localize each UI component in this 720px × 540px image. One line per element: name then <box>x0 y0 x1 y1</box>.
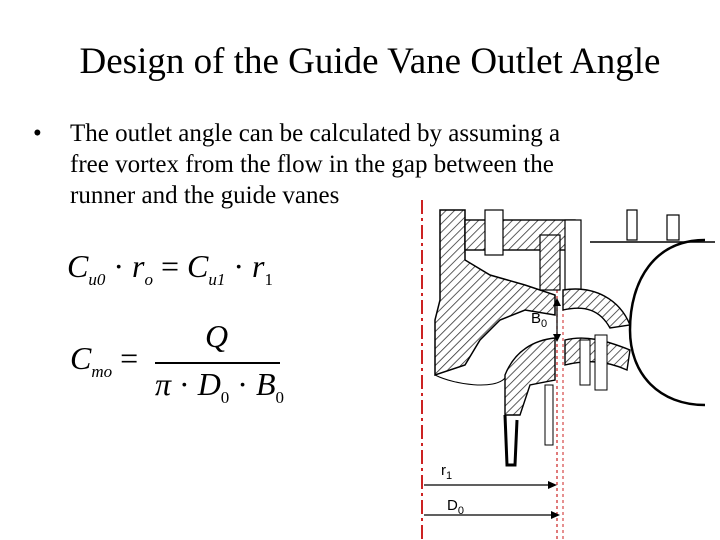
stay-ring-upper <box>562 288 631 329</box>
eq1-c-right: C <box>187 248 209 284</box>
eq1-r-left: r <box>132 248 145 284</box>
eq2-dot-2: · <box>237 366 248 402</box>
eq1-dot-right: · <box>233 248 244 284</box>
lower-bolt-3 <box>594 334 608 391</box>
label-b0-sub: 0 <box>541 318 548 330</box>
eq2-c: C <box>70 340 92 376</box>
eq1-r-right: r <box>252 248 265 284</box>
d0-arrow-right <box>551 511 560 519</box>
spiral-casing <box>628 238 706 407</box>
eq1-sub-o: o <box>144 270 153 289</box>
lower-bolt-2 <box>579 339 591 386</box>
label-d0-main: D <box>447 497 458 514</box>
bullet-text: The outlet angle can be calculated by as… <box>70 118 670 211</box>
eq1-sub-1: 1 <box>264 270 273 289</box>
runner-band <box>434 374 506 386</box>
slide-title: Design of the Guide Vane Outlet Angle <box>79 41 661 82</box>
fraction-bar <box>155 362 280 364</box>
bolt-right <box>564 219 582 301</box>
bolt-left <box>484 209 504 256</box>
eq2-sub-mo: mo <box>91 362 113 381</box>
eq2-dot-1: · <box>179 366 190 402</box>
label-d0-sub: 0 <box>457 505 464 517</box>
lower-bolt-1 <box>544 384 554 446</box>
equation-meridional-lhs: Cmo = <box>70 340 138 382</box>
bottom-ring <box>504 337 556 416</box>
eq1-dot-left: · <box>113 248 124 284</box>
label-d0: D0 <box>447 497 464 517</box>
eq1-sub-u1: u1 <box>208 270 226 289</box>
label-b0: B0 <box>531 310 547 330</box>
head-cover <box>434 209 556 377</box>
equation-free-vortex: Cu0 · ro = Cu1 · r1 <box>67 248 273 290</box>
eq2-sub-0-d: 0 <box>220 388 230 407</box>
eq1-c-left: C <box>67 248 89 284</box>
bullet-line-3: runner and the guide vanes <box>70 182 340 209</box>
eq1-sub-u0: u0 <box>88 270 106 289</box>
label-b0-main: B <box>531 310 542 327</box>
draft-tube-liner <box>503 414 519 467</box>
bullet-line-2: free vortex from the flow in the gap bet… <box>70 151 554 178</box>
equation-denominator: π · D0 · B0 <box>155 366 284 408</box>
eq2-pi: π <box>155 366 172 402</box>
eq2-q: Q <box>205 318 229 354</box>
r1-arrow-right <box>548 481 557 489</box>
bullet-marker: • <box>33 120 42 147</box>
eq2-b: B <box>255 366 276 402</box>
label-r1: r1 <box>441 462 452 482</box>
turbine-cross-section-drawing <box>421 200 715 540</box>
equation-numerator: Q <box>205 318 228 355</box>
label-r1-main: r <box>441 462 446 479</box>
servo-block <box>539 234 561 291</box>
fitting-2 <box>666 214 680 241</box>
bullet-line-1: The outlet angle can be calculated by as… <box>70 120 561 147</box>
eq2-equals: = <box>120 340 139 376</box>
eq1-equals: = <box>160 248 179 284</box>
eq2-sub-0-b: 0 <box>275 388 285 407</box>
fitting-1 <box>626 209 638 241</box>
label-r1-sub: 1 <box>446 470 453 482</box>
b0-arrow-top <box>553 298 561 306</box>
eq2-d: D <box>197 366 221 402</box>
b0-arrow-bottom <box>553 334 561 342</box>
